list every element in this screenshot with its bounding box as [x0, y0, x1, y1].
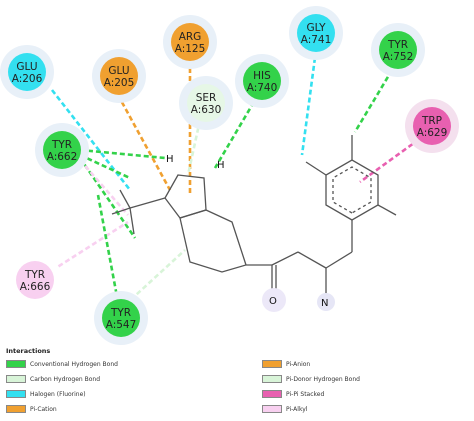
residue-number: A:206 [12, 73, 43, 85]
residue-name: TRP [421, 115, 442, 127]
residue-disc [43, 131, 81, 169]
residue-name: TYR [110, 307, 131, 319]
legend-label: Halogen (Fluorine) [30, 391, 86, 398]
residue-number: A:630 [191, 104, 222, 116]
cf3-f3 [129, 207, 135, 235]
svg-text:N: N [321, 298, 328, 309]
residue-name: GLU [16, 61, 37, 73]
residue-number: A:752 [383, 51, 414, 63]
residue-name: ARG [179, 31, 202, 43]
ring-f-1 [305, 161, 327, 176]
hydrogen-label-1: H [166, 154, 174, 165]
residue-name: SER [196, 92, 217, 104]
svg-text:O: O [269, 296, 277, 307]
tyr547-hbond-line [96, 194, 120, 303]
tyr666-pi-alkyl-line [44, 220, 129, 277]
residue-number: A:666 [20, 281, 51, 293]
residue-disc [100, 57, 138, 95]
carbonyl-oxygen: O [262, 288, 286, 312]
tyr752-hbond-line [353, 69, 394, 133]
glu205-pi-anion-line [116, 94, 172, 191]
residue-disc [187, 84, 225, 122]
legend-swatch [262, 375, 282, 383]
legend-swatch [262, 360, 282, 368]
ser630-carbon-hbond-line [186, 119, 202, 176]
residue-number: A:547 [106, 319, 137, 331]
residue-disc [243, 62, 281, 100]
residue-name: TYR [51, 139, 72, 151]
cf3-f1 [119, 189, 131, 209]
legend-label: Pi-Anion [286, 361, 311, 368]
trifluorophenyl-ring [325, 159, 379, 221]
residue-disc [297, 14, 335, 52]
legend-swatch [262, 390, 282, 398]
residue-disc [379, 31, 417, 69]
legend-label: Pi-Alkyl [286, 406, 308, 413]
legend-swatch [6, 360, 26, 368]
cf3-bond [129, 197, 166, 209]
legend-title: Interactions [6, 347, 51, 355]
legend-label: Pi-Donor Hydrogen Bond [286, 376, 360, 383]
residue-name: GLY [306, 22, 326, 34]
chain-bond-1 [271, 251, 299, 266]
aromatic-inner-ring [332, 166, 372, 214]
legend-label: Pi-Cation [30, 406, 57, 413]
chain-bond-2 [297, 251, 327, 269]
legend-swatch [6, 375, 26, 383]
residue-disc [8, 53, 46, 91]
legend-label: Conventional Hydrogen Bond [30, 361, 118, 368]
residue-number: A:205 [104, 77, 135, 89]
residue-disc [171, 23, 209, 61]
interaction-lines [44, 49, 433, 306]
hydrogen-label-2: H [217, 160, 225, 171]
legend-swatch [6, 405, 26, 413]
tyr547-carbon-hbond-line [124, 249, 186, 306]
tyr662-hbond-line-3 [78, 157, 137, 239]
residue-disc [16, 261, 54, 299]
legend-label: Carbon Hydrogen Bond [30, 376, 101, 383]
chain-bond-3 [325, 251, 353, 269]
cf3-f2 [111, 207, 131, 215]
tyr662-pi-alkyl-line [79, 159, 129, 216]
residue-name: TYR [24, 269, 45, 281]
residue-number: A:629 [417, 127, 448, 139]
trp629-pi-stacked-line [359, 128, 433, 184]
piperazine-ring [179, 209, 247, 273]
residue-name: HIS [253, 70, 271, 82]
residue-number: A:741 [301, 34, 332, 46]
legend-swatch [262, 405, 282, 413]
gly741-halogen-line [300, 49, 318, 156]
residue-number: A:125 [175, 43, 206, 55]
his740-hbond-line [213, 94, 260, 169]
amine-nitrogen: N [317, 293, 335, 311]
residue-name: TYR [387, 39, 408, 51]
legend-swatch [6, 390, 26, 398]
residue-disc [413, 107, 451, 145]
ligand-structure [111, 135, 397, 298]
tyr662-hbond-line-2 [79, 153, 131, 180]
residue-name: GLU [108, 65, 129, 77]
ring-f-3 [377, 204, 397, 216]
residue-number: A:662 [47, 151, 78, 163]
legend-label: Pi-Pi Stacked [286, 391, 325, 398]
tyr662-hbond-line-1 [79, 148, 166, 160]
residue-number: A:740 [247, 82, 278, 94]
residue-disc [102, 299, 140, 337]
